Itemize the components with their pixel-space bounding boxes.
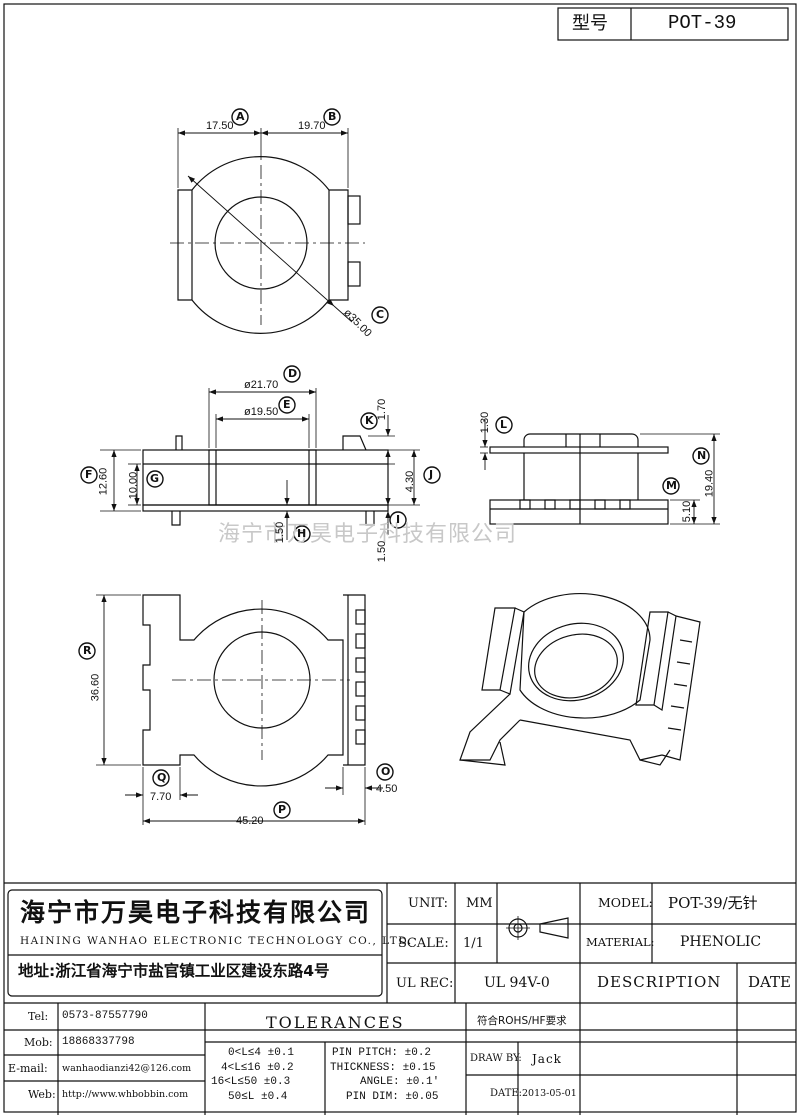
scale-value: 1/1: [463, 936, 484, 951]
dim-36-60: 36.60: [89, 673, 102, 702]
dim-19-40: 19.40: [703, 469, 716, 498]
ulrec-value: UL 94V-0: [484, 975, 550, 991]
model-value: POT-39/无针: [668, 894, 758, 912]
callout-a: A: [236, 110, 245, 123]
top-view: [170, 128, 365, 334]
title-block: [4, 882, 796, 1115]
drawby-label: DRAW BY:: [470, 1053, 522, 1064]
front-view: [100, 388, 420, 540]
unit-label: UNIT:: [408, 896, 449, 911]
tol-range-2: 4<L≤16 ±0.2: [221, 1062, 294, 1074]
tol-pin-pitch: PIN PITCH: ±0.2: [332, 1047, 432, 1059]
callout-m: M: [666, 479, 677, 492]
callout-c: C: [376, 308, 385, 321]
model-label: MODEL:: [598, 895, 653, 910]
dim-1-50-h: 1.50: [274, 521, 287, 544]
scale-label: SCALE:: [398, 936, 449, 951]
mob-value: 18868337798: [62, 1036, 135, 1048]
dim-17-50: 17.50: [206, 120, 234, 132]
callout-o: O: [381, 765, 391, 778]
dim-1-30: 1.30: [479, 411, 492, 434]
dim-10-00: 10.00: [127, 471, 140, 500]
tol-range-1: 0<L≤4 ±0.1: [228, 1047, 295, 1059]
tol-pin-dim: PIN DIM: ±0.05: [346, 1091, 439, 1103]
dim-5-10: 5.10: [681, 500, 694, 523]
callout-e: E: [283, 398, 291, 411]
callout-p: P: [278, 803, 287, 816]
isometric-view: [459, 593, 701, 766]
dim-12-60: 12.60: [97, 467, 110, 496]
drawby-value: Jack: [532, 1052, 562, 1066]
company-address: 地址:浙江省海宁市盐官镇工业区建设东路4号: [18, 962, 330, 980]
dim-4-30: 4.30: [404, 470, 417, 493]
dim-7-70: 7.70: [150, 791, 172, 803]
dim-1-50-pin: 1.50: [376, 540, 389, 563]
type-value: POT-39: [668, 12, 737, 34]
tolerances-title: TOLERANCES: [266, 1013, 405, 1032]
tel-value: 0573-87557790: [62, 1010, 148, 1022]
callout-d: D: [288, 367, 298, 380]
dim-45-20: 45.20: [236, 815, 264, 827]
dim-1-70: 1.70: [376, 398, 389, 421]
unit-value: MM: [466, 896, 493, 911]
company-name-cn: 海宁市万昊电子科技有限公司: [20, 898, 372, 927]
callout-k: K: [365, 414, 374, 427]
draw-date-value: 2013-05-01: [522, 1088, 577, 1099]
date-label: DATE: [748, 973, 791, 991]
tol-range-3: 16<L≤50 ±0.3: [211, 1076, 291, 1088]
callout-j: J: [429, 468, 434, 481]
email-label: E-mail:: [8, 1062, 48, 1075]
material-value: PHENOLIC: [680, 934, 762, 950]
callout-i: I: [396, 513, 401, 526]
callout-n: N: [697, 449, 707, 462]
tol-angle: ANGLE: ±0.1': [360, 1076, 440, 1088]
tol-thickness: THICKNESS: ±0.15: [330, 1062, 436, 1074]
callout-g: G: [150, 472, 160, 485]
callout-r: R: [83, 644, 92, 657]
material-label: MATERIAL:: [586, 935, 655, 949]
web-label: Web:: [28, 1088, 56, 1101]
callout-l: L: [500, 418, 508, 431]
ulrec-label: UL REC:: [396, 976, 454, 991]
web-value: http://www.whbobbin.com: [62, 1089, 189, 1100]
callout-h: H: [297, 527, 307, 540]
company-name-en: HAINING WANHAO ELECTRONIC TECHNOLOGY CO.…: [20, 935, 413, 947]
draw-date-label: DATE:: [490, 1088, 523, 1099]
tel-label: Tel:: [28, 1010, 49, 1023]
email-value: wanhaodianzi42@126.com: [62, 1063, 192, 1074]
watermark: 海宁市万昊电子科技有限公司: [218, 522, 518, 547]
tol-range-4: 50≤L ±0.4: [228, 1091, 288, 1103]
callout-q: Q: [157, 771, 167, 784]
dim-4-50: 4.50: [376, 783, 398, 795]
dim-19-50: ø19.50: [244, 406, 279, 418]
callout-b: B: [328, 110, 337, 123]
type-label: 型号: [572, 13, 608, 34]
rohs-note: 符合ROHS/HF要求: [477, 1015, 567, 1027]
description-label: DESCRIPTION: [597, 973, 722, 991]
mob-label: Mob:: [24, 1036, 53, 1049]
dim-21-70: ø21.70: [244, 379, 279, 391]
side-view: [480, 420, 720, 525]
header-box: [557, 7, 789, 41]
border-frame: [3, 3, 797, 1113]
dim-19-70: 19.70: [298, 120, 326, 132]
callout-f: F: [85, 468, 93, 481]
bottom-view: [96, 594, 383, 825]
